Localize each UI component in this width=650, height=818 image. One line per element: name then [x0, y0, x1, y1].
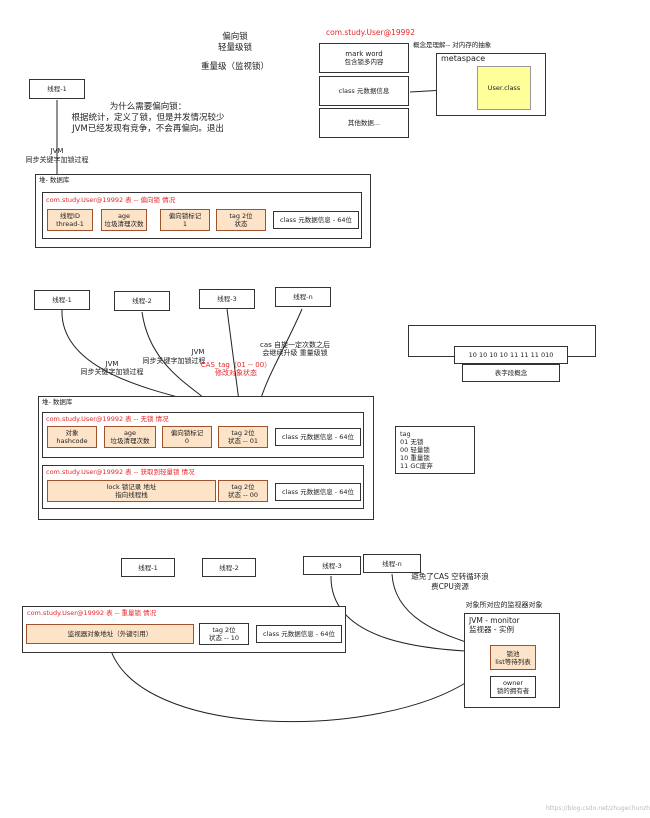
why-biased-line1: 根据统计，定义了锁，但是并发情况较少	[71, 113, 225, 123]
monitor-caption: 对象所对应的监视器对象	[465, 601, 543, 609]
avoid-cas-note-1: 避免了CAS 空转循环浪	[411, 572, 489, 581]
lightweight-lock-record: lock 锁记录 地址指向线程栈	[47, 480, 216, 502]
mid-thread-2: 线程-2	[114, 291, 170, 311]
heavyweight-class-info: class 元数据信息 - 64位	[256, 625, 342, 643]
lock-level-heavyweight: 重量级（监视锁）	[200, 62, 269, 72]
mid-heap-label: 堆- 数据库	[42, 398, 73, 406]
lock-level-biased: 偏向锁	[222, 32, 248, 42]
heavyweight-field-tag: tag 2位状态 -- 10	[199, 623, 249, 645]
bot-thread-1: 线程-1	[121, 558, 175, 577]
lock-level-lightweight: 轻量级锁	[217, 43, 252, 53]
monitor-address-field: 监视器对象地址（外键引用）	[26, 624, 194, 644]
mid-jvm1-label: JVM	[105, 360, 119, 368]
biased-class-info: class 元数据信息 - 64位	[273, 211, 359, 229]
memory-concept-note: 概念是理解-- 对内存的抽象	[413, 41, 492, 49]
avoid-cas-note-2: 费CPU资源	[431, 582, 469, 591]
mid-sync2-label: 同步关键字加锁过程	[142, 357, 206, 365]
bits-label-box: 表字段概念	[462, 364, 560, 382]
cas-label: CAS_tag（01 -- 00）	[200, 361, 272, 369]
monitor-subtitle: 监视器 - 实例	[469, 625, 514, 634]
tag-legend-10: 10 重量锁	[400, 454, 430, 462]
mid-thread-1: 线程-1	[34, 290, 90, 310]
biased-object-title: com.study.User@19992 表 -- 偏向锁 情况	[46, 196, 176, 204]
bot-thread-3: 线程-3	[303, 556, 361, 575]
arrow-bot-thread3	[330, 575, 488, 655]
tag-legend: tag 01 无锁 00 轻量锁 10 重量锁 11 GC废弃	[395, 426, 475, 474]
top-jvm-label: JVM	[50, 147, 64, 155]
memory-object-title: com.study.User@19992	[326, 28, 415, 37]
tag-legend-00: 00 轻量锁	[400, 446, 430, 454]
bot-thread-n: 线程-n	[363, 554, 421, 573]
heavyweight-object-title: com.study.User@19992 表 -- 重量锁 情况	[27, 609, 157, 617]
arrow-monitor-ref	[109, 647, 471, 723]
top-heap-label: 堆- 数据库	[39, 176, 70, 184]
top-thread-1: 线程-1	[29, 79, 85, 99]
lightweight-class-info: class 元数据信息 - 64位	[275, 483, 361, 501]
lockfree-class-info: class 元数据信息 - 64位	[275, 428, 361, 446]
biased-field-tag: tag 2位状态	[216, 209, 266, 231]
top-sync-label: 同步关键字加锁过程	[25, 156, 89, 164]
tag-legend-title: tag	[400, 430, 411, 438]
spin-note-1: cas 自旋一定次数之后	[259, 341, 330, 349]
lightweight-object-title: com.study.User@19992 表 -- 获取到轻量锁 情况	[46, 468, 195, 476]
class-meta-box: class 元数据信息	[319, 76, 409, 106]
mid-thread-n: 线程-n	[275, 287, 331, 307]
spin-note-2: 会继续升级 重量级锁	[262, 349, 328, 357]
why-biased-line2: JVM已经发现有竞争，不会再偏向。退出	[72, 124, 224, 134]
why-biased-title: 为什么需要偏向锁：	[109, 102, 187, 112]
mid-sync1-label: 同步关键字加锁过程	[80, 368, 144, 376]
lockfree-object-title: com.study.User@19992 表 -- 无锁 情况	[46, 415, 169, 423]
cas-sub-label: 修改对象状态	[215, 369, 257, 377]
bot-thread-2: 线程-2	[202, 558, 256, 577]
metaspace-label: metaspace	[441, 54, 486, 63]
lightweight-field-tag: tag 2位状态 -- 00	[218, 480, 268, 502]
mid-jvm2-label: JVM	[191, 348, 205, 356]
monitor-title: JVM - monitor	[469, 616, 520, 625]
lockfree-field-tag: tag 2位状态 -- 01	[218, 426, 268, 448]
bits-value-box: 10 10 10 10 11 11 11 010	[454, 346, 568, 364]
tag-legend-11: 11 GC废弃	[400, 462, 433, 470]
tag-legend-01: 01 无锁	[400, 438, 424, 446]
mid-thread-3: 线程-3	[199, 289, 255, 309]
watermark: https://blog.csdn.net/zhugechunzhao	[546, 805, 650, 812]
user-class-note: User.class	[477, 66, 531, 110]
other-data-box: 其他数据...	[319, 108, 409, 138]
